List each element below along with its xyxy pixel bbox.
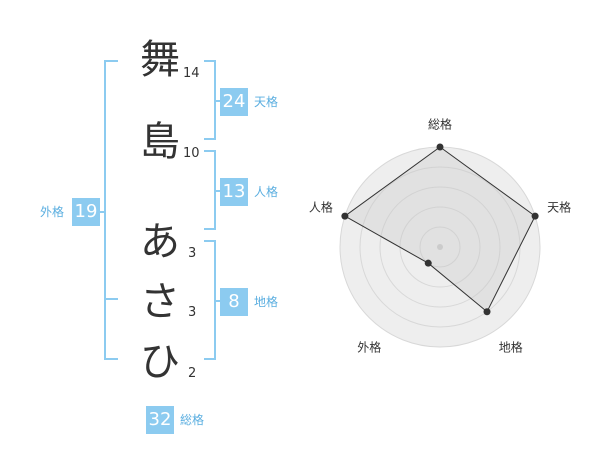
jinkaku-connector	[214, 190, 220, 192]
radar-point-5	[341, 212, 349, 220]
radar-point-3	[483, 308, 491, 316]
tenkaku-connector	[214, 100, 220, 102]
radar-point-1	[436, 143, 444, 151]
chikaku-connector	[214, 300, 220, 302]
radar-grid-ring	[379, 186, 501, 308]
radar-axis-label-4: 外格	[357, 339, 381, 354]
tenkaku-badge: 24	[220, 88, 248, 116]
gaikaku-divider	[104, 298, 118, 300]
stroke-count-3: 3	[188, 246, 197, 261]
radar-axis-label-3: 地格	[499, 339, 523, 354]
soukaku-badge: 32	[146, 406, 174, 434]
stroke-count-2: 10	[183, 146, 200, 161]
radar-axis-label-2: 天格	[547, 200, 571, 215]
soukaku-label: 総格	[180, 413, 205, 427]
radar-center-dot	[437, 244, 443, 250]
radar-point-2	[531, 212, 539, 220]
radar-value-polygon	[343, 146, 536, 313]
jinkaku-label: 人格	[254, 185, 279, 199]
radar-axis-label-1: 総格	[428, 117, 452, 132]
radar-grid-ring	[419, 226, 461, 268]
gaikaku-connector	[100, 211, 106, 213]
gaikaku-badge: 19	[72, 198, 100, 226]
name-char-4: さ	[140, 279, 180, 325]
name-char-2: 島	[140, 119, 180, 165]
stroke-count-5: 2	[188, 366, 197, 381]
jinkaku-badge: 13	[220, 178, 248, 206]
chikaku-badge: 8	[220, 288, 248, 316]
gaikaku-label: 外格	[40, 205, 65, 219]
radar-axis-label-5: 人格	[309, 200, 333, 215]
chikaku-label: 地格	[254, 295, 279, 309]
name-char-3: あ	[140, 219, 180, 265]
name-char-5: ひ	[140, 339, 180, 385]
tenkaku-label: 天格	[254, 95, 279, 109]
radar-point-4	[424, 259, 432, 267]
stroke-count-4: 3	[188, 305, 197, 320]
stroke-count-1: 14	[183, 66, 200, 81]
gaikaku-bracket	[104, 60, 118, 360]
name-char-1: 舞	[140, 37, 180, 83]
